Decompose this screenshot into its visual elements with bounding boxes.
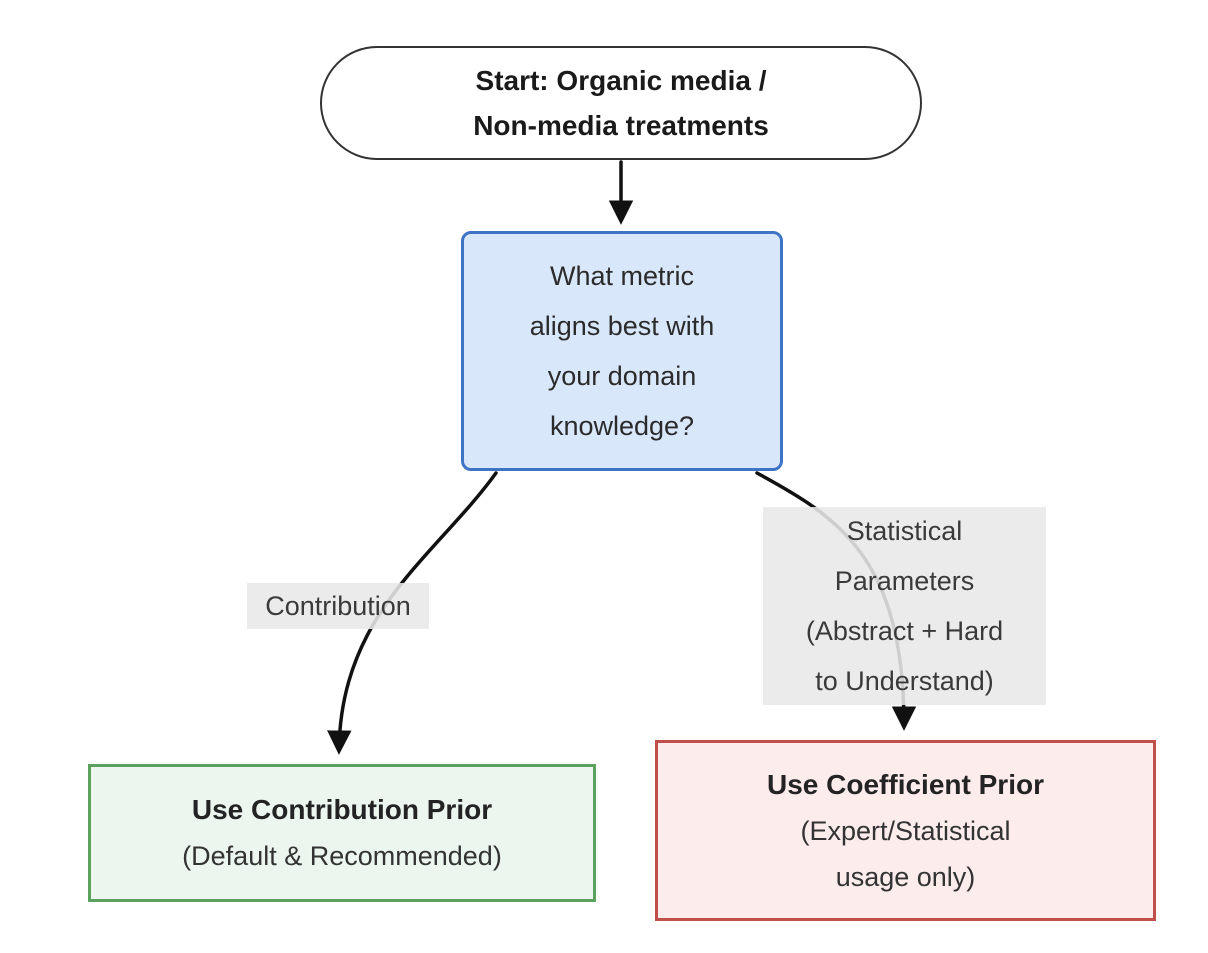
edge-label-contribution-text: Contribution xyxy=(265,590,411,621)
start-node-line: Start: Organic media / xyxy=(475,65,767,96)
decision-node: What metric aligns best with your domain… xyxy=(461,231,783,471)
coefficient-prior-node: Use Coefficient Prior (Expert/Statistica… xyxy=(655,740,1156,921)
edge-label-statistical-line: Statistical xyxy=(846,516,963,546)
decision-node-line: your domain xyxy=(547,361,697,391)
edge-label-statistical-line: (Abstract + Hard xyxy=(805,616,1004,646)
edge-label-statistical-line: Parameters xyxy=(834,566,975,596)
edge-label-statistical: Statistical Parameters (Abstract + Hard … xyxy=(763,507,1046,705)
start-node: Start: Organic media / Non-media treatme… xyxy=(320,46,922,160)
contribution-prior-subtitle: (Default & Recommended) xyxy=(182,841,502,871)
decision-node-line: aligns best with xyxy=(529,311,715,341)
contribution-prior-node: Use Contribution Prior (Default & Recomm… xyxy=(88,764,596,902)
edge-label-statistical-line: to Understand) xyxy=(815,666,994,696)
coefficient-prior-subtitle-line: usage only) xyxy=(835,861,976,892)
edge-label-contribution: Contribution xyxy=(247,583,429,629)
contribution-prior-title: Use Contribution Prior xyxy=(191,794,493,825)
decision-node-line: What metric xyxy=(549,261,695,291)
decision-node-line: knowledge? xyxy=(549,411,695,441)
coefficient-prior-subtitle-line: (Expert/Statistical xyxy=(800,815,1011,846)
start-node-line: Non-media treatments xyxy=(473,110,769,141)
coefficient-prior-title: Use Coefficient Prior xyxy=(767,768,1044,800)
